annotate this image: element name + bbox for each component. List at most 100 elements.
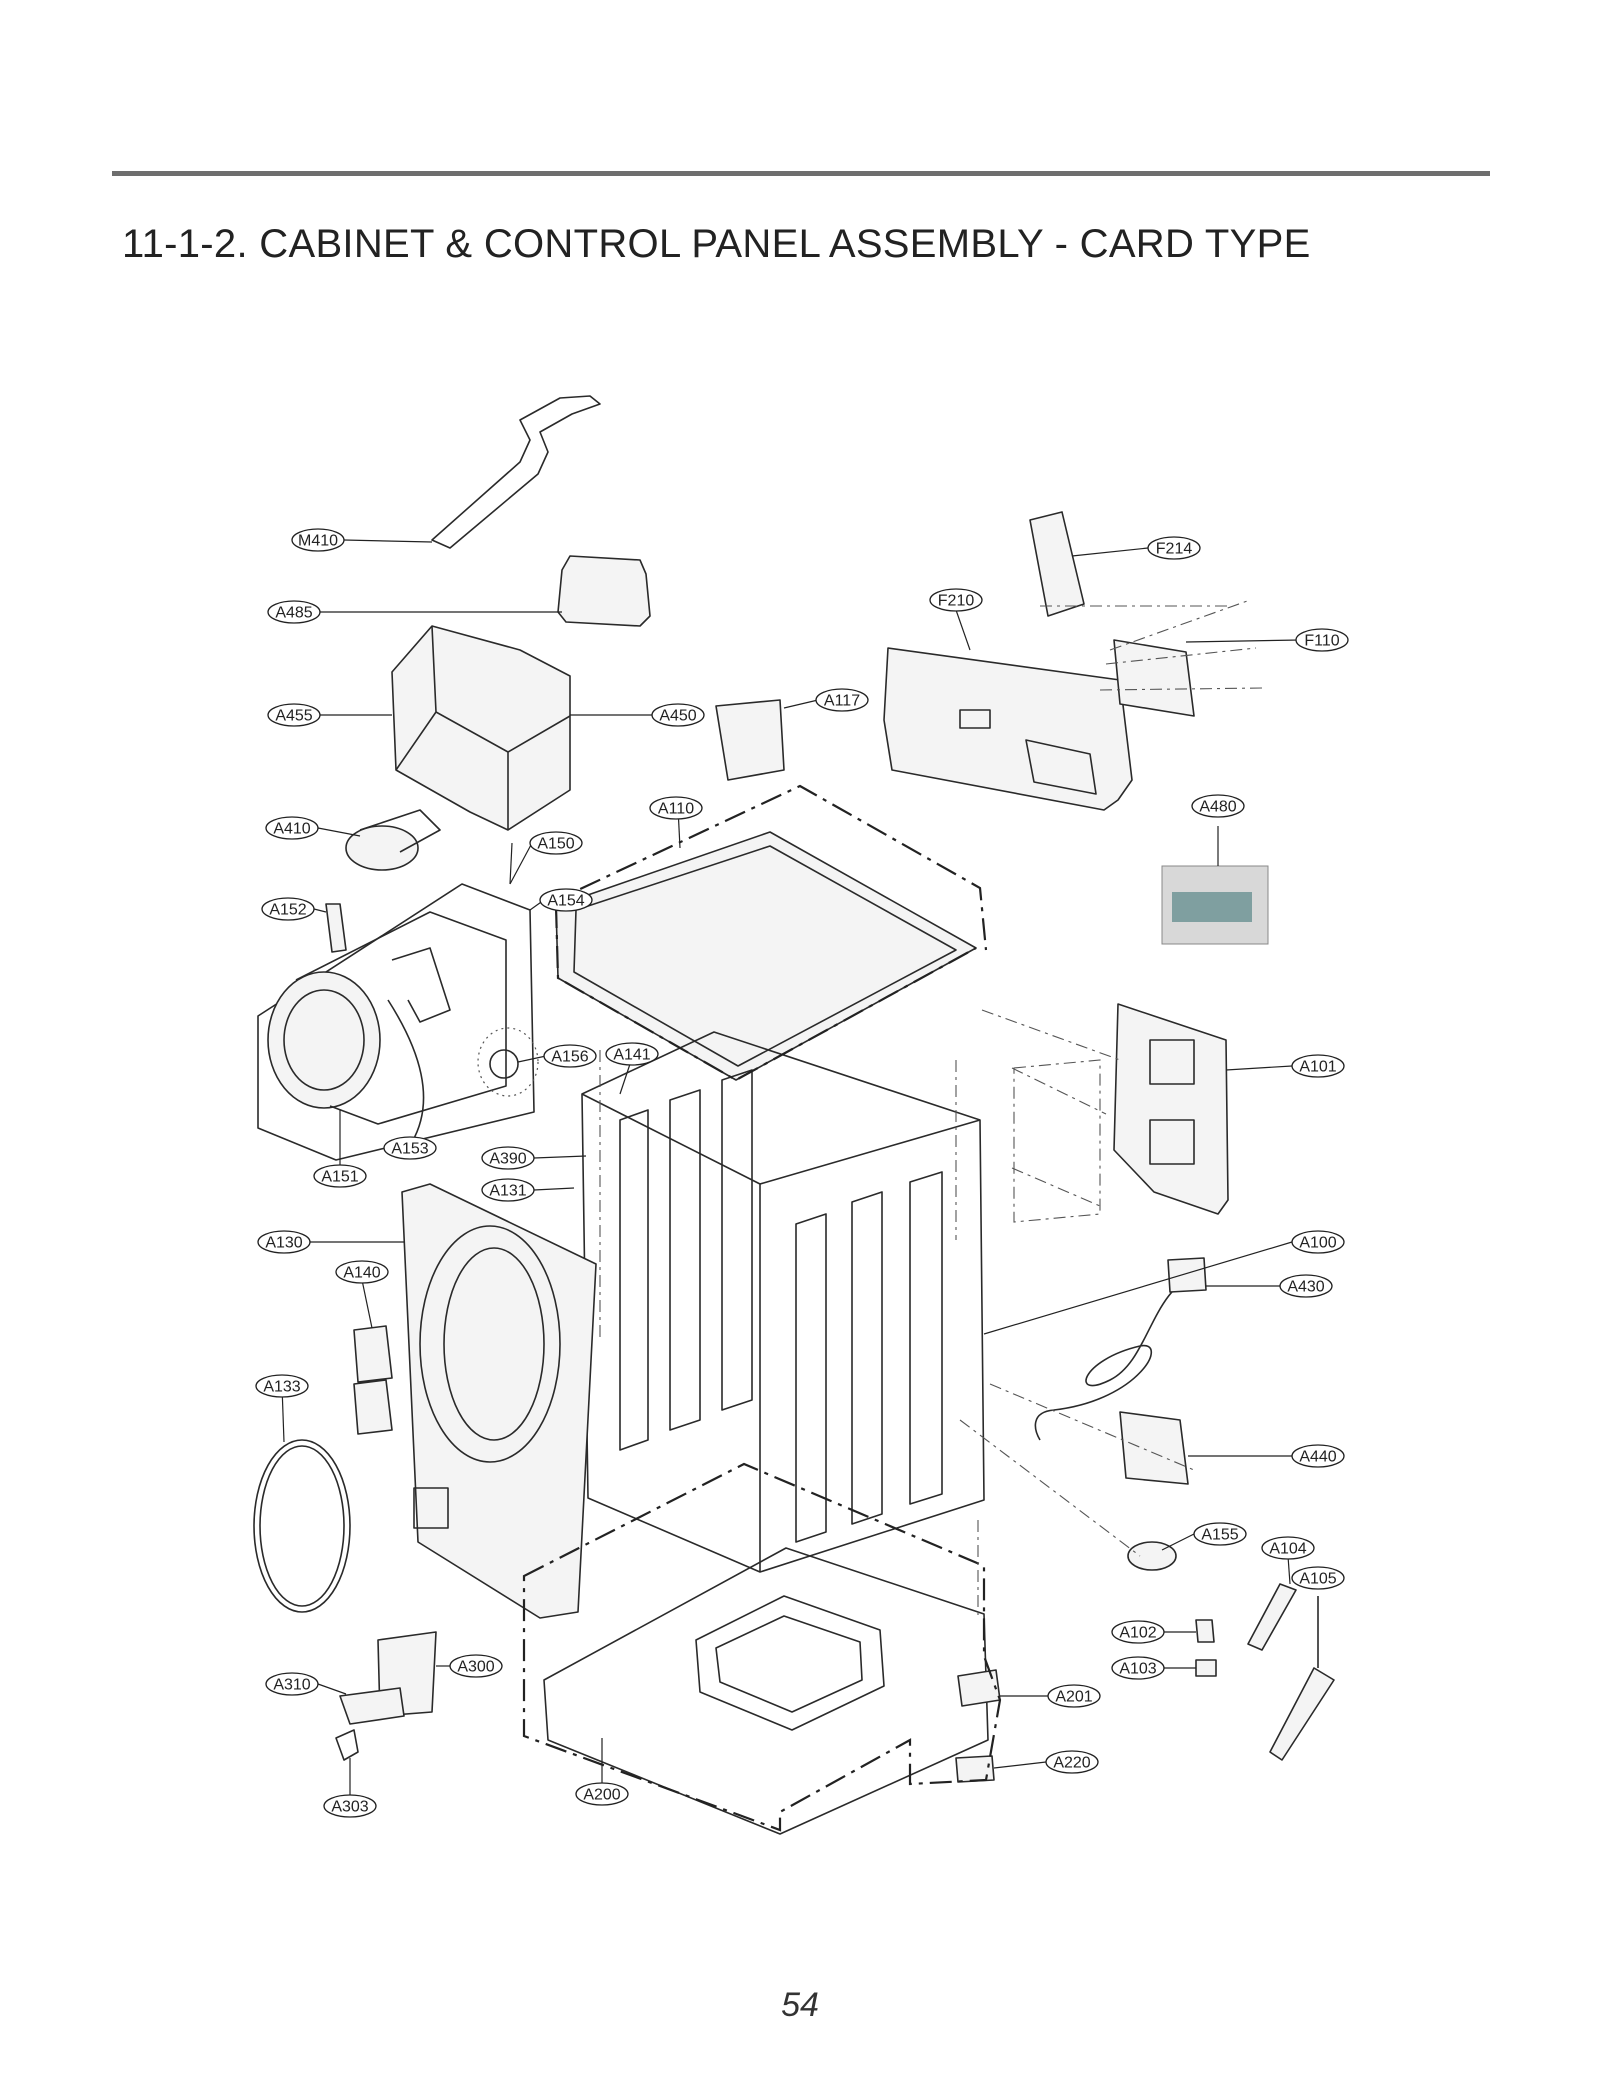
label-a303: A303 <box>323 1794 377 1818</box>
svg-text:A156: A156 <box>551 1049 588 1066</box>
part-a102 <box>1195 1619 1215 1643</box>
part-a141-cabinet <box>581 1031 985 1573</box>
part-a450 <box>391 625 571 831</box>
svg-text:A455: A455 <box>275 708 312 725</box>
label-a390: A390 <box>481 1146 535 1170</box>
svg-text:A153: A153 <box>391 1141 428 1158</box>
label-a200: A200 <box>575 1782 629 1806</box>
svg-text:A141: A141 <box>613 1047 650 1064</box>
parts-artwork <box>253 395 1335 1835</box>
label-a152: A152 <box>261 897 315 921</box>
label-a103: A103 <box>1111 1656 1165 1680</box>
page-number: 54 <box>781 1986 819 2024</box>
part-f214 <box>1029 511 1085 617</box>
svg-text:A390: A390 <box>489 1151 526 1168</box>
svg-text:A103: A103 <box>1119 1661 1156 1678</box>
part-m410 <box>431 395 601 549</box>
label-a100: A100 <box>1291 1230 1345 1254</box>
part-a220 <box>955 1755 995 1783</box>
label-a153: A153 <box>383 1136 437 1160</box>
label-a130: A130 <box>257 1230 311 1254</box>
part-a200 <box>543 1547 989 1835</box>
part-f110 <box>1113 639 1195 717</box>
part-a110 <box>555 831 977 1081</box>
part-a101 <box>1113 1003 1229 1215</box>
svg-text:A150: A150 <box>537 836 574 853</box>
part-a151 <box>267 971 381 1109</box>
svg-text:A310: A310 <box>273 1677 310 1694</box>
label-a300: A300 <box>449 1654 503 1678</box>
part-a133 <box>253 1439 351 1613</box>
part-a154 <box>391 947 451 1023</box>
part-a105 <box>1269 1667 1335 1761</box>
label-a440: A440 <box>1291 1444 1345 1468</box>
part-a104 <box>1247 1583 1297 1651</box>
svg-text:M410: M410 <box>298 533 338 550</box>
part-a130 <box>401 1183 597 1619</box>
label-a485: A485 <box>267 600 321 624</box>
svg-text:A430: A430 <box>1287 1279 1324 1296</box>
label-m410: M410 <box>291 528 345 552</box>
label-a455: A455 <box>267 703 321 727</box>
label-a141: A141 <box>605 1042 659 1066</box>
svg-text:A131: A131 <box>489 1183 526 1200</box>
svg-text:A410: A410 <box>273 821 310 838</box>
part-a440 <box>1119 1411 1189 1485</box>
label-a201: A201 <box>1047 1684 1101 1708</box>
svg-text:A300: A300 <box>457 1659 494 1676</box>
svg-text:A152: A152 <box>269 902 306 919</box>
label-a430: A430 <box>1279 1274 1333 1298</box>
part-a153 <box>387 999 425 1143</box>
label-f210: F210 <box>929 588 983 612</box>
svg-text:A201: A201 <box>1055 1689 1092 1706</box>
label-a220: A220 <box>1045 1750 1099 1774</box>
label-a140: A140 <box>335 1260 389 1284</box>
svg-text:A450: A450 <box>659 708 696 725</box>
label-a105: A105 <box>1291 1566 1345 1590</box>
svg-text:A155: A155 <box>1201 1527 1238 1544</box>
label-f110: F110 <box>1295 628 1349 652</box>
label-a151: A151 <box>313 1164 367 1188</box>
svg-text:A485: A485 <box>275 605 312 622</box>
svg-text:A102: A102 <box>1119 1625 1156 1642</box>
label-a101: A101 <box>1291 1054 1345 1078</box>
label-a104: A104 <box>1261 1536 1315 1560</box>
part-a485 <box>557 555 651 627</box>
svg-text:A200: A200 <box>583 1787 620 1804</box>
svg-text:A130: A130 <box>265 1235 302 1252</box>
svg-text:A133: A133 <box>263 1379 300 1396</box>
svg-text:A480: A480 <box>1199 799 1236 816</box>
label-a310: A310 <box>265 1672 319 1696</box>
part-a201 <box>957 1669 1001 1707</box>
svg-text:A440: A440 <box>1299 1449 1336 1466</box>
svg-text:A303: A303 <box>331 1799 368 1816</box>
svg-text:A104: A104 <box>1269 1541 1306 1558</box>
svg-text:A220: A220 <box>1053 1755 1090 1772</box>
label-a133: A133 <box>255 1374 309 1398</box>
label-a410: A410 <box>265 816 319 840</box>
part-a156 <box>489 1049 519 1079</box>
svg-text:A110: A110 <box>658 801 694 818</box>
label-a155: A155 <box>1193 1522 1247 1546</box>
page-title: 11-1-2. CABINET & CONTROL PANEL ASSEMBLY… <box>122 222 1311 266</box>
assembly-outline-base <box>522 1462 1002 1832</box>
svg-text:A105: A105 <box>1299 1571 1336 1588</box>
svg-text:F110: F110 <box>1304 633 1339 650</box>
part-a410 <box>345 825 419 871</box>
label-a102: A102 <box>1111 1620 1165 1644</box>
label-a150: A150 <box>529 831 583 855</box>
svg-text:A101: A101 <box>1299 1059 1336 1076</box>
assembly-outline-top <box>543 784 988 951</box>
svg-text:A117: A117 <box>824 693 860 710</box>
svg-text:F210: F210 <box>938 593 975 610</box>
label-a131: A131 <box>481 1178 535 1202</box>
label-a117: A117 <box>815 688 869 712</box>
label-a156: A156 <box>543 1044 597 1068</box>
part-a103 <box>1195 1659 1217 1677</box>
label-a480: A480 <box>1191 794 1245 818</box>
svg-text:A140: A140 <box>343 1265 380 1282</box>
svg-text:F214: F214 <box>1156 541 1193 558</box>
part-a117 <box>715 699 785 781</box>
part-a430 <box>1034 1271 1201 1441</box>
